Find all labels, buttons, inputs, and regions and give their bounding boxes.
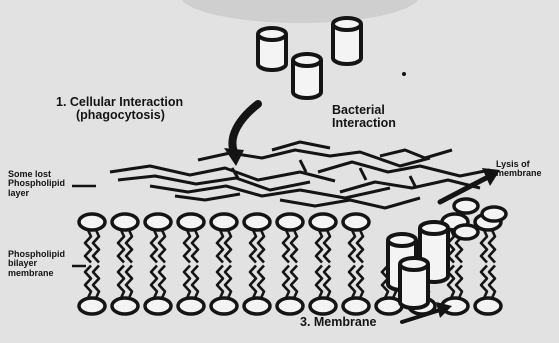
bacterial-interaction-label: Bacterial Interaction bbox=[332, 104, 396, 130]
phospholipid-tail bbox=[481, 230, 487, 263]
phospholipid-tail bbox=[217, 266, 223, 299]
displaced-head bbox=[454, 225, 478, 239]
bacterium-right bbox=[333, 18, 361, 64]
phospholipid-tail bbox=[192, 266, 198, 299]
bacterium-left bbox=[258, 28, 286, 70]
phospholipid-head-bottom bbox=[145, 298, 171, 314]
phospholipid-tail bbox=[126, 266, 132, 299]
phospholipid-head-top bbox=[79, 214, 105, 230]
top-shadow bbox=[180, 0, 420, 23]
phospholipid-tail bbox=[316, 266, 322, 299]
phospholipid-head-top bbox=[244, 214, 270, 230]
phospholipid-tail bbox=[93, 230, 99, 263]
phospholipid-head-top bbox=[277, 214, 303, 230]
phospholipid-tail bbox=[93, 266, 99, 299]
phospholipid-tail bbox=[151, 266, 157, 299]
membrane-bottom-label: 3. Membrane bbox=[300, 316, 376, 329]
displaced-head bbox=[482, 207, 506, 221]
phospholipid-head-top bbox=[343, 214, 369, 230]
phospholipid-head-top bbox=[310, 214, 336, 230]
phospholipid-tail bbox=[151, 230, 157, 263]
cellular-line-2: (phagocytosis) bbox=[56, 109, 183, 122]
phospholipid-tail bbox=[489, 230, 495, 263]
phospholipid-tail bbox=[283, 266, 289, 299]
channel-3 bbox=[400, 258, 428, 308]
phospholipid-tail bbox=[357, 230, 363, 263]
phospholipid-tail bbox=[250, 266, 256, 299]
bilayer-line-3: membrane bbox=[8, 269, 65, 278]
phospholipid-tail bbox=[225, 230, 231, 263]
lost-phospholipids bbox=[110, 142, 490, 208]
phospholipid-tail bbox=[349, 230, 355, 263]
lost-phospholipid-label: Some lost Phospholipid layer bbox=[8, 170, 65, 198]
phospholipid-tail bbox=[159, 266, 165, 299]
phospholipid-tail bbox=[291, 266, 297, 299]
phospholipid-tail bbox=[225, 266, 231, 299]
phospholipid-tail bbox=[481, 266, 487, 299]
phospholipid-tail bbox=[283, 230, 289, 263]
phospholipid-head-bottom bbox=[343, 298, 369, 314]
phospholipid-tail bbox=[291, 230, 297, 263]
phospholipid-head-top bbox=[112, 214, 138, 230]
phospholipid-tail bbox=[217, 230, 223, 263]
phospholipid-head-bottom bbox=[79, 298, 105, 314]
phospholipid-tail bbox=[159, 230, 165, 263]
phospholipid-head-top bbox=[211, 214, 237, 230]
bacterial-line-2: Interaction bbox=[332, 117, 396, 130]
speck bbox=[402, 72, 406, 76]
phospholipid-head-bottom bbox=[178, 298, 204, 314]
phospholipid-tail bbox=[258, 266, 264, 299]
phospholipid-tail bbox=[456, 266, 462, 299]
phospholipid-tail bbox=[85, 266, 91, 299]
bacterium-middle bbox=[293, 54, 321, 98]
phospholipid-head-bottom bbox=[310, 298, 336, 314]
lysis-label: Lysis of membrane bbox=[496, 160, 542, 179]
phospholipid-tail bbox=[118, 266, 124, 299]
phospholipid-tail bbox=[324, 266, 330, 299]
lysis-line-2: membrane bbox=[496, 169, 542, 178]
bacteria-group bbox=[258, 18, 361, 98]
lost-line-3: layer bbox=[8, 189, 65, 198]
phospholipid-head-bottom bbox=[277, 298, 303, 314]
phospholipid-head-top bbox=[178, 214, 204, 230]
phospholipid-tail bbox=[357, 266, 363, 299]
phospholipid-tail bbox=[324, 230, 330, 263]
phospholipid-tail bbox=[258, 230, 264, 263]
cellular-arrow bbox=[232, 104, 258, 152]
phospholipid-head-top bbox=[145, 214, 171, 230]
phospholipid-tail bbox=[489, 266, 495, 299]
cellular-arrowhead bbox=[224, 148, 244, 166]
displaced-head bbox=[454, 199, 478, 213]
phospholipid-tail bbox=[85, 230, 91, 263]
cellular-interaction-label: 1. Cellular Interaction (phagocytosis) bbox=[56, 96, 183, 122]
phospholipid-tail bbox=[118, 230, 124, 263]
phospholipid-tail bbox=[250, 230, 256, 263]
phospholipid-tail bbox=[184, 266, 190, 299]
phospholipid-tail bbox=[126, 230, 132, 263]
phospholipid-tail bbox=[184, 230, 190, 263]
phospholipid-tail bbox=[192, 230, 198, 263]
phospholipid-tail bbox=[316, 230, 322, 263]
phospholipid-head-bottom bbox=[244, 298, 270, 314]
phospholipid-head-bottom bbox=[112, 298, 138, 314]
bilayer-label: Phospholipid bilayer membrane bbox=[8, 250, 65, 278]
inserted-channels bbox=[388, 222, 448, 308]
phospholipid-head-bottom bbox=[475, 298, 501, 314]
phospholipid-tail bbox=[349, 266, 355, 299]
phospholipid-head-bottom bbox=[211, 298, 237, 314]
